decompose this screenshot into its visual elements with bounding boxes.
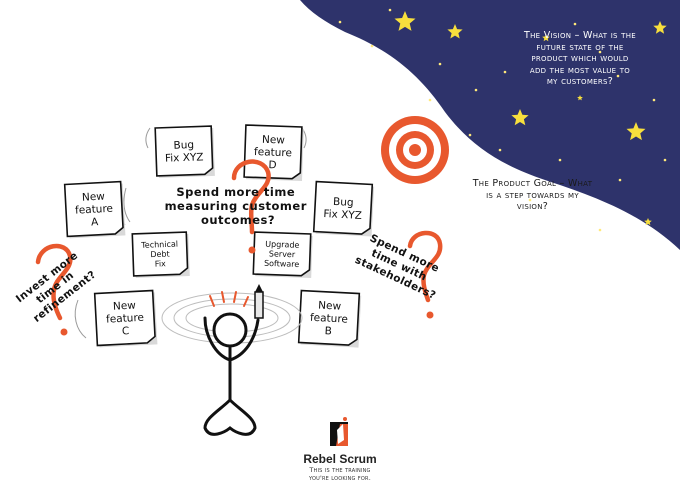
note-text: NewfeatureC (105, 299, 145, 338)
rebel-scrum-logo-icon (330, 417, 348, 446)
product-goal-text: The Product Goal – What is a step toward… (472, 178, 593, 212)
sky-dot (428, 98, 432, 102)
sky-dot (558, 158, 562, 162)
sky-dot (598, 228, 602, 232)
question-right-text: Spend more time with stakeholders? (353, 230, 449, 302)
question-mark-center (231, 159, 271, 254)
note-paper (154, 125, 214, 177)
sky-dot (370, 44, 374, 48)
star-icon (542, 34, 550, 42)
stars (394, 11, 667, 226)
note-text: NewfeatureA (74, 190, 114, 229)
sky-dot (438, 62, 442, 66)
sticky-note-new-feature-a: NewfeatureA (63, 180, 126, 239)
question-marks (35, 159, 443, 336)
pen-icon (254, 284, 264, 319)
star-icon (511, 109, 529, 126)
note-paper (312, 180, 374, 235)
sky-dot (598, 50, 602, 54)
sticky-notes: BugFix XYZ NewfeatureD NewfeatureA BugFix X… (63, 124, 375, 348)
sticky-note-bug-fix-2: BugFix XYZ (312, 180, 375, 237)
sky-dot (474, 88, 478, 92)
question-mark-left (35, 243, 73, 336)
note-paper (297, 289, 361, 346)
note-paper (252, 231, 312, 277)
sticky-note-upgrade-server: UpgradeServerSoftware (252, 231, 313, 279)
star-icon (653, 21, 667, 34)
target-icon (381, 116, 449, 184)
star-icon (394, 11, 416, 31)
sky-dot (652, 98, 656, 102)
stick-figure (161, 292, 303, 436)
sky-dots (338, 8, 667, 232)
star-icon (447, 24, 463, 39)
sky-dot (388, 8, 392, 12)
note-text: BugFix XYZ (164, 139, 203, 165)
note-text: BugFix XYZ (323, 195, 363, 222)
sky-dot (498, 148, 502, 152)
question-mark-right (407, 230, 443, 319)
note-paper (93, 289, 156, 347)
sticky-note-bug-fix-1: BugFix XYZ (154, 125, 215, 178)
sky-dot (573, 22, 577, 26)
sky-dot (616, 74, 620, 78)
sky-dot (503, 70, 507, 74)
sticky-note-new-feature-d: NewfeatureD (243, 124, 304, 182)
star-icon (626, 122, 646, 141)
star-icon (577, 95, 583, 101)
logo-name: Rebel Scrum (303, 452, 377, 466)
note-paper (243, 124, 303, 180)
question-center-text: Spend more time measuring customer outco… (165, 185, 312, 227)
sticky-note-technical-debt: TechnicalDebtFix (131, 231, 190, 278)
sticky-note-new-feature-c: NewfeatureC (93, 289, 158, 348)
sky-dot (338, 20, 342, 24)
logo-tagline: This is the training you're looking for. (309, 466, 371, 482)
sky-dot (468, 133, 472, 137)
night-sky (300, 0, 680, 250)
note-text: NewfeatureB (309, 299, 349, 338)
note-text: TechnicalDebtFix (140, 240, 179, 269)
sticky-note-new-feature-b: NewfeatureB (297, 289, 362, 348)
note-paper (131, 231, 189, 277)
sky-dot (618, 178, 622, 182)
sky-dot (663, 158, 667, 162)
star-icon (644, 218, 652, 226)
note-paper (63, 180, 124, 238)
note-text: NewfeatureD (253, 133, 292, 172)
stress-marks (209, 291, 249, 307)
note-text: UpgradeServerSoftware (264, 240, 300, 269)
vision-text: The Vision – What is the future state of… (523, 30, 636, 87)
sky-dot (528, 198, 532, 202)
